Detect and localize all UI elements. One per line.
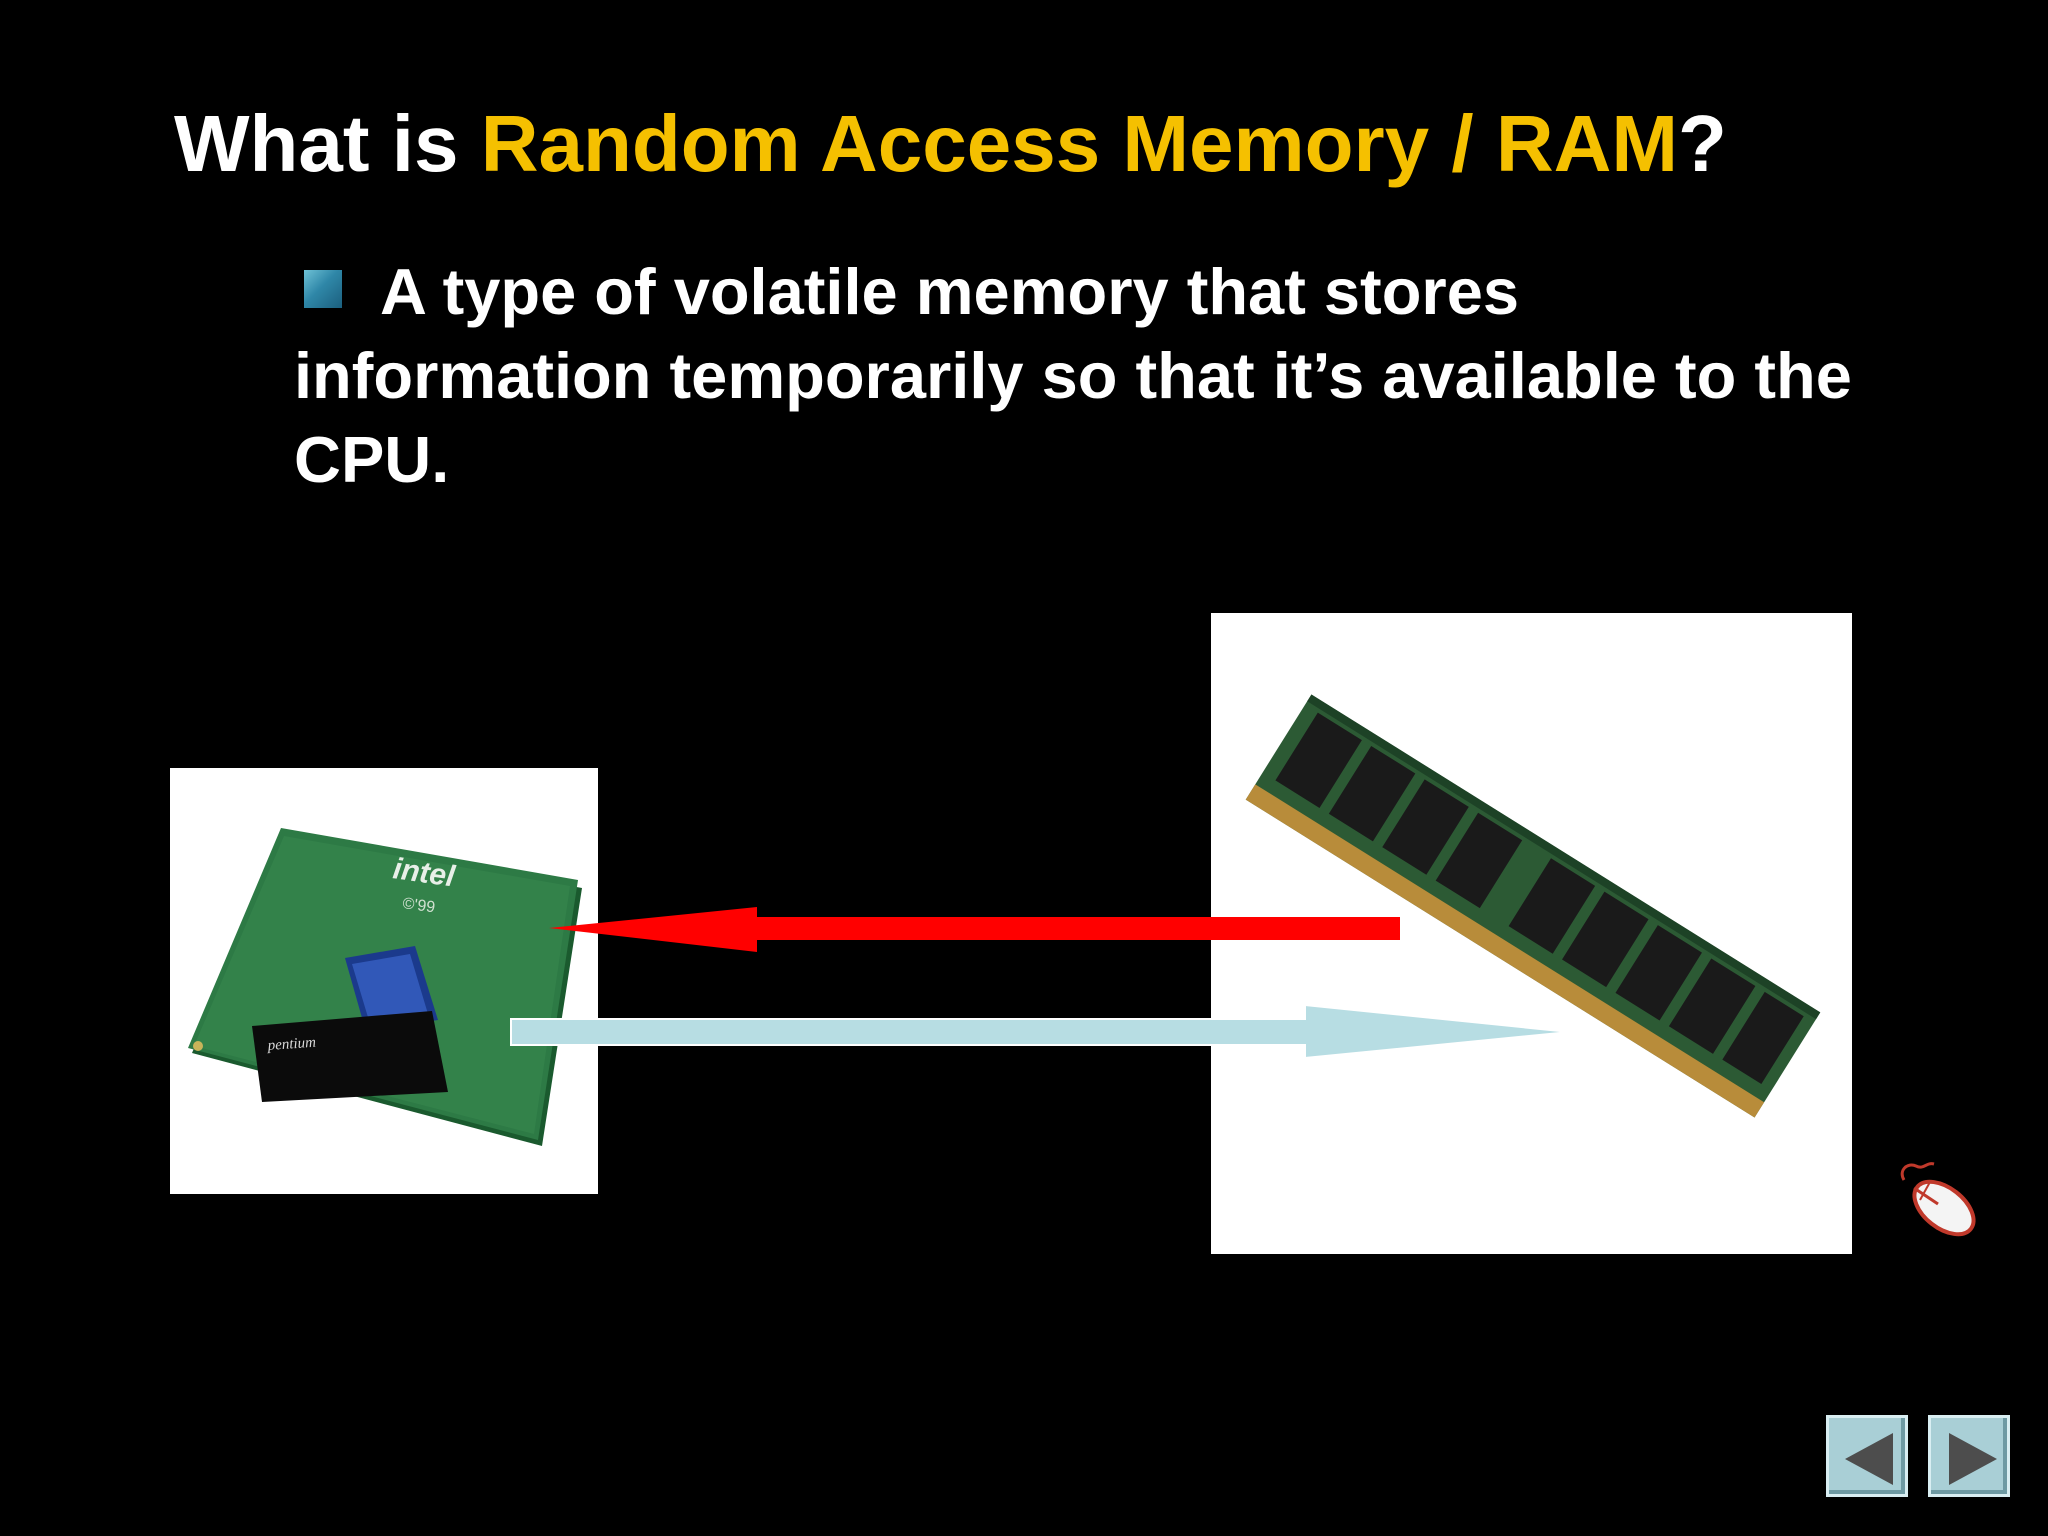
title-prefix: What is bbox=[174, 99, 481, 188]
previous-triangle-icon bbox=[1845, 1433, 1893, 1485]
cpu-chip-year: ©'99 bbox=[401, 895, 436, 916]
cpu-photo: intel ©'99 pentium bbox=[170, 768, 598, 1194]
mouse-click-icon bbox=[1900, 1162, 1976, 1237]
previous-slide-button[interactable] bbox=[1826, 1415, 1908, 1497]
arrow-right-icon bbox=[510, 1003, 1571, 1060]
bullet-point: A type of volatile memory that stores in… bbox=[294, 250, 1854, 502]
next-triangle-icon bbox=[1949, 1433, 1997, 1485]
ram-module-photo bbox=[1211, 613, 1852, 1254]
arrow-left-icon bbox=[549, 907, 1400, 952]
next-slide-button[interactable] bbox=[1928, 1415, 2010, 1497]
cpu-chip-model: pentium bbox=[266, 1035, 316, 1054]
title-highlight: Random Access Memory / RAM bbox=[480, 99, 1679, 188]
title-suffix: ? bbox=[1678, 99, 1727, 188]
bullet-text: A type of volatile memory that stores in… bbox=[294, 255, 1852, 496]
slide-title: What is Random Access Memory / RAM? bbox=[174, 96, 1727, 192]
square-bullet-icon bbox=[304, 270, 342, 308]
